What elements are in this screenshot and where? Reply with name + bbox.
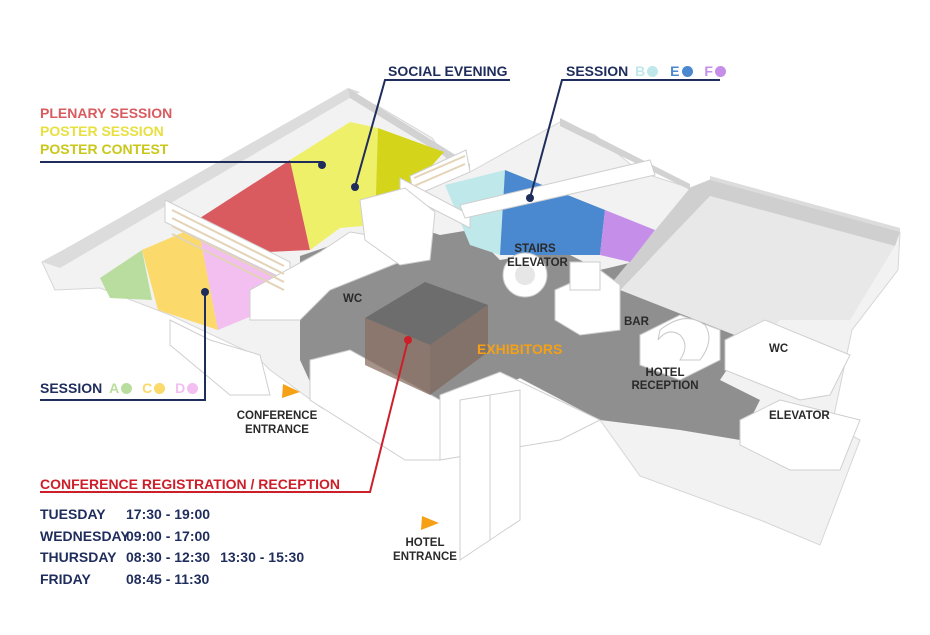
schedule-day: WEDNESDAY xyxy=(40,527,130,544)
hotel-entrance-label-1: HOTEL xyxy=(405,537,445,549)
schedule-time: 13:30 - 15:30 xyxy=(220,549,305,565)
hotel-reception-label-1: HOTEL xyxy=(645,367,685,379)
room-session-a xyxy=(100,250,152,300)
session-a-dot-icon xyxy=(121,383,133,394)
room-poster-session xyxy=(290,122,378,250)
room-session-c xyxy=(142,226,218,330)
social-evening-label: SOCIAL EVENING xyxy=(388,63,508,79)
hotel-lobby-room xyxy=(620,196,895,345)
poster-contest-label: POSTER CONTEST xyxy=(40,141,169,157)
session-bef-prefix: SESSION xyxy=(566,63,629,79)
wc-left-label: WC xyxy=(343,293,363,305)
session-c-dot-icon xyxy=(154,383,166,394)
conference-entrance-label-1: CONFERENCE xyxy=(236,410,318,422)
wall-slats xyxy=(171,155,466,291)
schedule-day: THURSDAY xyxy=(40,549,117,565)
session-f-letter: F xyxy=(704,63,713,79)
session-acd-prefix: SESSION xyxy=(40,380,103,396)
schedule-day: FRIDAY xyxy=(40,570,91,587)
session-b-letter: B xyxy=(635,63,646,79)
session-b-dot-icon xyxy=(647,66,659,77)
schedule-row: THURSDAY 08:30 - 12:30 13:30 - 15:30 xyxy=(40,549,314,571)
conference-entrance-label-2: ENTRANCE xyxy=(245,424,309,436)
session-e-dot-icon xyxy=(681,66,693,77)
schedule-time: 08:45 - 11:30 xyxy=(126,570,210,587)
leader-dots xyxy=(201,161,534,344)
exhibitors-label: EXHIBITORS xyxy=(477,341,563,357)
registration-schedule: TUESDAY 17:30 - 19:00 WEDNESDAY09:00 - 17… xyxy=(40,506,314,592)
right-elevator-label: ELEVATOR xyxy=(769,410,830,422)
session-acd-label: SESSION A C D xyxy=(40,380,199,396)
reception-desk xyxy=(657,318,710,361)
session-d-dot-icon xyxy=(187,383,199,394)
stairs-core xyxy=(502,252,601,298)
hotel-reception-label-2: RECEPTION xyxy=(631,380,699,392)
schedule-day: TUESDAY xyxy=(40,506,106,522)
hotel-entrance-label-2: ENTRANCE xyxy=(393,551,457,563)
conference-entrance-arrow-icon xyxy=(282,384,300,398)
room-plenary xyxy=(200,160,310,252)
interior-walls xyxy=(164,149,861,561)
registration-label: CONFERENCE REGISTRATION / RECEPTION xyxy=(40,476,340,492)
session-e-letter: E xyxy=(670,63,680,79)
center-elevator-label: ELEVATOR xyxy=(507,257,568,269)
session-d-letter: D xyxy=(175,380,186,396)
hotel-entrance-arrow-icon xyxy=(421,516,439,530)
schedule-row: FRIDAY 08:45 - 11:30 xyxy=(40,571,314,593)
session-f-dot-icon xyxy=(714,66,726,77)
schedule-row: WEDNESDAY09:00 - 17:00 xyxy=(40,528,314,550)
plenary-session-label: PLENARY SESSION xyxy=(40,105,173,121)
schedule-time: 09:00 - 17:00 xyxy=(126,527,211,544)
session-a-letter: A xyxy=(109,380,120,396)
session-bef-label: SESSION B E F xyxy=(566,64,726,78)
wc-right-label: WC xyxy=(769,343,789,355)
schedule-row: TUESDAY 17:30 - 19:00 xyxy=(40,506,314,528)
schedule-time: 08:30 - 12:30 xyxy=(126,549,211,565)
schedule-time: 17:30 - 19:00 xyxy=(126,506,211,522)
room-session-f xyxy=(600,210,655,262)
exhibitors-box xyxy=(365,282,488,395)
stairs-label: STAIRS xyxy=(514,243,556,255)
bar-label: BAR xyxy=(624,316,649,328)
session-c-letter: C xyxy=(142,380,153,396)
poster-session-label: POSTER SESSION xyxy=(40,123,164,139)
session-rooms xyxy=(100,122,655,330)
